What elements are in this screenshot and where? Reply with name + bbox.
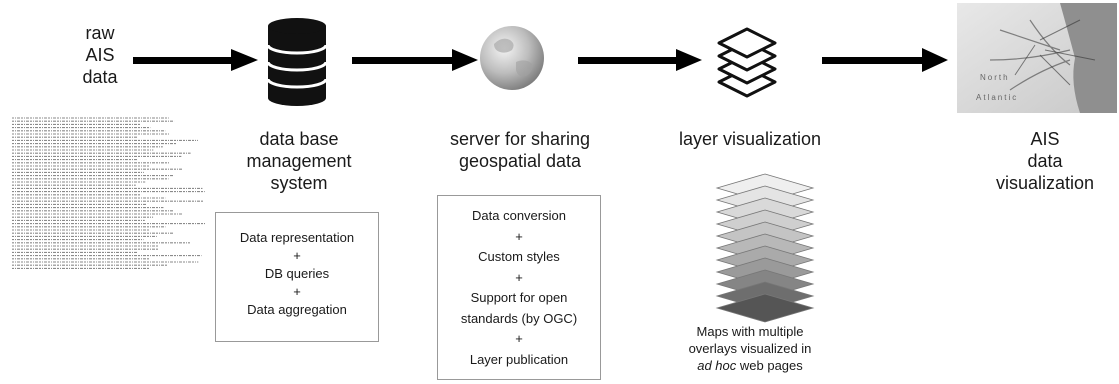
globe-icon — [480, 26, 544, 90]
arrow-db-to-server — [352, 49, 478, 71]
layered-maps-stack — [715, 173, 815, 323]
raw-ais-data-label: raw AIS data — [82, 23, 118, 87]
server-features-box: Data conversion + Custom styles + Suppor… — [437, 195, 601, 380]
map-thumbnail: North Atlantic — [957, 3, 1117, 113]
layers-icon — [717, 27, 777, 98]
layer-visualization-label: layer visualization — [678, 129, 822, 149]
ais-visualization-label: AIS data visualization — [995, 129, 1095, 193]
arrow-layers-to-map — [822, 48, 948, 72]
geoserver-label: server for sharing geospatial data — [449, 129, 591, 171]
dbms-features-box: Data representation + DB queries + Data … — [215, 212, 379, 342]
map-layer — [715, 293, 815, 323]
arrow-raw-to-db — [133, 49, 258, 71]
arrow-server-to-layers — [578, 49, 702, 71]
map-label-atlantic: Atlantic — [976, 93, 1018, 102]
raw-data-dump — [12, 117, 206, 269]
database-icon — [266, 18, 328, 106]
map-label-north: North — [980, 73, 1010, 82]
layers-caption: Maps with multiple overlays visualized i… — [688, 324, 812, 373]
dbms-label: data base management system — [246, 129, 352, 193]
